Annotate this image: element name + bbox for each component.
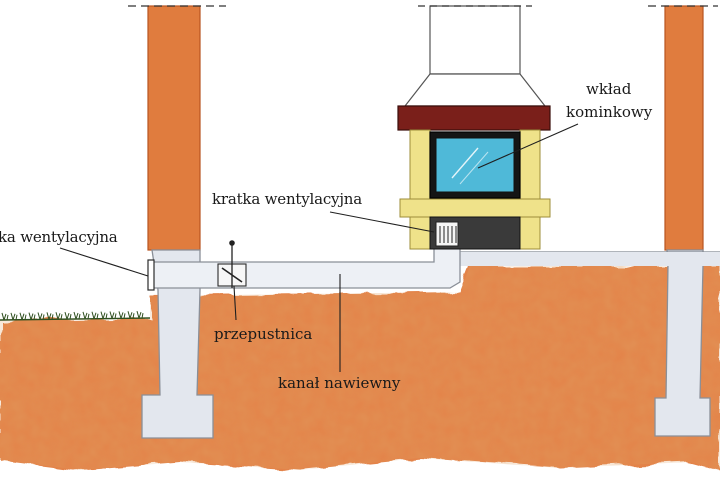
label-insert-line2: kominkowy	[566, 103, 653, 121]
grass-tuft	[55, 312, 63, 320]
left-brick-wall	[128, 5, 226, 251]
leader-damper	[233, 285, 237, 321]
floor-slab-band	[460, 252, 720, 266]
label-damper: przepustnica	[214, 325, 312, 343]
leader-grate-right	[329, 211, 435, 233]
fireplace-insert	[429, 131, 521, 250]
damper	[217, 240, 247, 288]
grass-tuft	[64, 311, 72, 320]
left-ventilation-grate	[147, 259, 155, 291]
grass-tuft	[1, 312, 9, 321]
grass-tuft	[37, 312, 45, 320]
leader-insert	[477, 123, 579, 169]
right-brick-wall	[648, 5, 718, 251]
grass-tuft	[19, 312, 27, 320]
label-insert-line1: wkład	[586, 80, 632, 98]
right-ventilation-grate	[435, 221, 459, 247]
grass-tuft	[100, 311, 108, 319]
ground	[0, 266, 720, 470]
grass-tuft	[10, 312, 18, 320]
grass-tuft	[46, 312, 54, 320]
label-grate-left: ka wentylacyjna	[0, 228, 118, 246]
chimney-hood	[397, 5, 551, 131]
grass-tuft	[136, 311, 144, 319]
leader-lines	[59, 123, 579, 372]
grass-tuft	[82, 311, 90, 320]
grass-tuft	[28, 312, 36, 320]
labels: wkład kominkowy kratka wentylacyjna ka w…	[0, 80, 653, 392]
grass-tuft	[127, 311, 135, 319]
grass-tuft	[91, 311, 99, 319]
label-duct: kanał nawiewny	[278, 374, 401, 392]
label-grate-right: kratka wentylacyjna	[212, 190, 362, 208]
fireplace-surround	[399, 129, 551, 250]
grass-tuft	[118, 311, 126, 319]
leader-grate-left	[59, 247, 149, 277]
grass-tuft	[73, 311, 81, 320]
grass	[0, 311, 151, 321]
grass-tuft	[109, 311, 117, 319]
